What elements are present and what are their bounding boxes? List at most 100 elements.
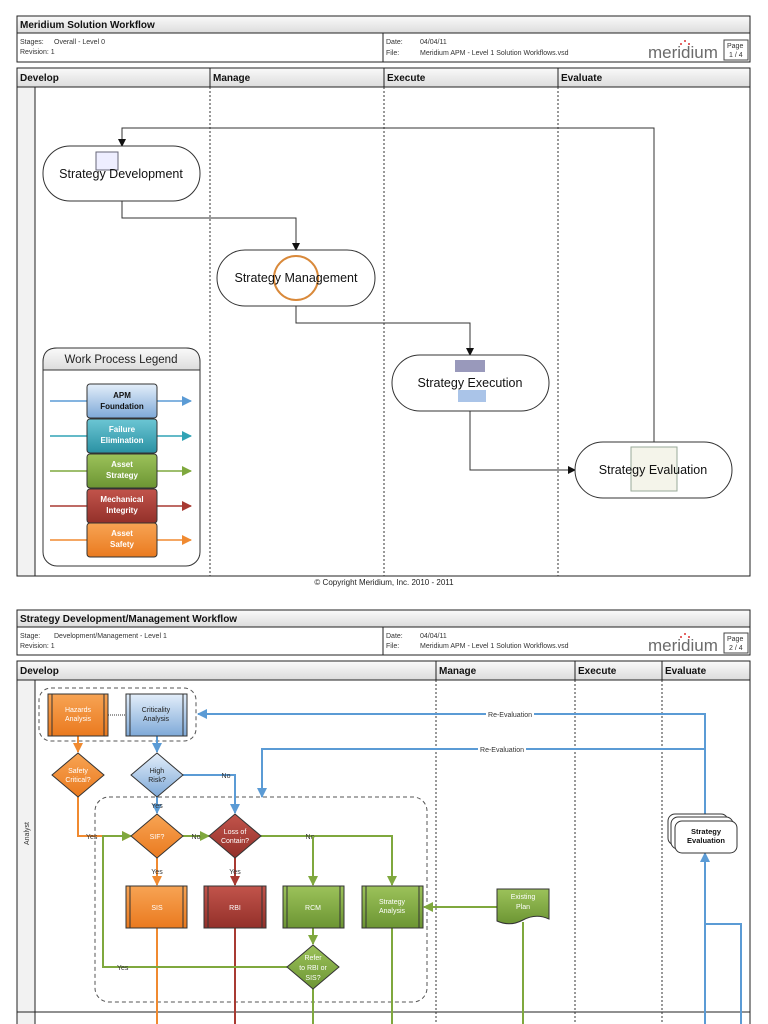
meridium-logo: meridium <box>648 633 718 655</box>
svg-text:Strategy: Strategy <box>691 827 722 836</box>
svg-text:Yes: Yes <box>117 965 129 972</box>
svg-text:Failure: Failure <box>109 425 136 434</box>
legend-title: Work Process Legend <box>65 354 178 366</box>
svg-text:Contain?: Contain? <box>221 838 249 845</box>
stages-label: Stages: <box>20 39 44 46</box>
title-block: Strategy Development/Management Workflow… <box>16 609 751 656</box>
node-strategy-development[interactable]: Strategy Development <box>42 145 201 202</box>
node-strategy-evaluation[interactable]: Strategy Evaluation <box>574 441 733 499</box>
svg-text:Asset: Asset <box>111 460 133 469</box>
swimlane-diagram: Develop Manage Execute Evaluate Strategy… <box>16 67 751 577</box>
hazards-analysis-process[interactable]: Hazards Analysis <box>47 693 109 737</box>
copyright: © Copyright Meridium, Inc. 2010 - 2011 <box>314 578 454 587</box>
page-label: Page <box>727 43 743 50</box>
svg-text:Plan: Plan <box>516 904 530 911</box>
date-label: Date: <box>386 39 403 46</box>
safety-critical-decision[interactable]: Safety Critical? <box>51 752 105 798</box>
svg-text:Strategy Execution: Strategy Execution <box>418 376 523 390</box>
svg-text:SIF?: SIF? <box>150 834 165 841</box>
page-2: Strategy Development/Management Workflow… <box>16 609 751 1024</box>
svg-text:Yes: Yes <box>229 869 241 876</box>
stage-value: Development/Management - Level 1 <box>54 633 167 640</box>
date-label: Date: <box>386 633 403 640</box>
legend-item-asset-strategy: Asset Strategy <box>50 453 192 489</box>
svg-text:Hazards: Hazards <box>65 707 92 714</box>
svg-text:Integrity: Integrity <box>106 506 138 515</box>
re-evaluation-label: Re-Evaluation <box>488 712 532 719</box>
svg-text:High: High <box>150 768 165 775</box>
svg-text:Yes: Yes <box>86 834 98 841</box>
svg-text:Asset: Asset <box>111 529 133 538</box>
strategy-evaluation-icon <box>630 446 678 492</box>
svg-text:Strategy Development: Strategy Development <box>59 167 183 181</box>
page-label: Page <box>727 636 743 643</box>
refer-decision[interactable]: Refer to RBI or SIS? <box>286 944 340 990</box>
svg-text:Safety: Safety <box>110 540 135 549</box>
rcm-process[interactable]: RCM <box>282 885 345 929</box>
svg-text:meridium: meridium <box>648 43 718 62</box>
title-block: Meridium Solution Workflow Stages: Overa… <box>16 15 751 63</box>
file-label: File: <box>386 643 399 650</box>
stage-label: Stage: <box>20 633 40 640</box>
revision: Revision: 1 <box>20 643 55 650</box>
svg-text:SIS: SIS <box>151 905 163 912</box>
svg-text:Analysis: Analysis <box>65 716 92 723</box>
connector-execution-to-evaluation <box>469 411 576 474</box>
legend-item-failure-elimination: Failure Elimination <box>50 418 192 454</box>
svg-text:Criticality: Criticality <box>142 707 171 714</box>
node-strategy-management[interactable]: Strategy Management <box>216 249 376 307</box>
svg-text:Risk?: Risk? <box>148 777 166 784</box>
file-value: Meridium APM - Level 1 Solution Workflow… <box>420 50 569 57</box>
date-value: 04/04/11 <box>420 39 447 46</box>
svg-text:APM: APM <box>113 391 131 400</box>
sif-decision[interactable]: SIF? <box>130 813 184 859</box>
lane-evaluate: Evaluate <box>561 73 603 84</box>
svg-text:RCM: RCM <box>305 905 321 912</box>
svg-text:Critical?: Critical? <box>65 777 90 784</box>
legend-item-asset-safety: Asset Safety <box>50 522 192 558</box>
svg-text:Strategy Evaluation: Strategy Evaluation <box>599 463 707 477</box>
svg-text:Strategy: Strategy <box>379 899 406 906</box>
existing-plan-document[interactable]: Existing Plan <box>496 888 550 925</box>
svg-text:No: No <box>222 773 231 780</box>
lane-develop: Develop <box>20 73 59 84</box>
lane-evaluate: Evaluate <box>665 666 707 677</box>
re-evaluation-connector-1 <box>197 709 706 815</box>
role-analyst: Analyst <box>24 822 31 845</box>
svg-text:Analysis: Analysis <box>379 908 406 915</box>
rbi-process[interactable]: RBI <box>203 885 267 929</box>
lane-develop: Develop <box>20 666 59 677</box>
strategy-management-icon <box>273 255 319 301</box>
high-risk-decision[interactable]: High Risk? <box>130 752 184 798</box>
file-value: Meridium APM - Level 1 Solution Workflow… <box>420 643 569 650</box>
file-label: File: <box>386 50 399 57</box>
page-title: Meridium Solution Workflow <box>20 20 155 31</box>
re-evaluation-connector-2 <box>257 748 705 798</box>
page-number: 2 / 4 <box>729 645 743 652</box>
analysis-group <box>38 687 197 742</box>
work-process-legend: Work Process Legend APM Foundation Failu… <box>42 347 201 567</box>
svg-text:Foundation: Foundation <box>100 402 144 411</box>
swimlane-diagram: Develop Manage Execute Evaluate Analyst … <box>16 660 751 1024</box>
strategy-development-icon <box>95 151 119 171</box>
legend-item-apm-foundation: APM Foundation <box>50 383 192 419</box>
strategy-analysis-process[interactable]: Strategy Analysis <box>361 885 424 929</box>
criticality-analysis-process[interactable]: Criticality Analysis <box>125 693 188 737</box>
node-strategy-execution[interactable]: Strategy Execution <box>391 354 550 412</box>
svg-text:Strategy Management: Strategy Management <box>235 271 359 285</box>
re-evaluation-label: Re-Evaluation <box>480 747 524 754</box>
svg-text:Strategy: Strategy <box>106 471 139 480</box>
loss-of-containment-decision[interactable]: Loss of Contain? <box>208 813 262 859</box>
revision: Revision: 1 <box>20 49 55 56</box>
strategy-evaluation-subprocess[interactable]: Strategy Evaluation <box>667 813 738 854</box>
svg-text:Evaluation: Evaluation <box>687 836 725 845</box>
svg-text:Existing: Existing <box>511 894 536 901</box>
svg-text:to RBI or: to RBI or <box>299 965 327 972</box>
connector-management-to-execution <box>295 306 474 356</box>
svg-text:RBI: RBI <box>229 905 241 912</box>
svg-text:Yes: Yes <box>151 803 163 810</box>
svg-text:Refer: Refer <box>304 955 322 962</box>
strategy-execution-icon <box>455 360 485 372</box>
sis-process[interactable]: SIS <box>125 885 188 929</box>
